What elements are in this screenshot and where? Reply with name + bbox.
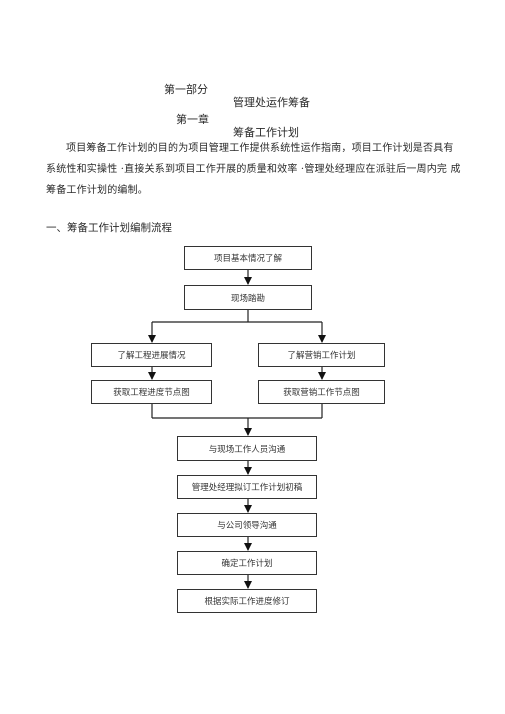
flow-step-finalize-plan: 确定工作计划 — [177, 551, 317, 575]
flow-step-site-survey: 现场踏勘 — [184, 285, 312, 310]
section-title: 一、筹备工作计划编制流程 — [46, 222, 172, 234]
chapter-heading: 第一章 筹备工作计划 — [0, 98, 505, 139]
paragraph-line: 筹备工作计划的编制。 — [46, 185, 148, 196]
flow-step-engineering-progress: 了解工程进展情况 — [91, 343, 212, 367]
chapter-title: 筹备工作计划 — [233, 126, 299, 139]
part-heading: 第一部分 管理处运作筹备 — [0, 68, 505, 109]
flow-step-marketing-plan: 了解营销工作计划 — [258, 343, 385, 367]
flow-step-leadership-communication: 与公司领导沟通 — [177, 513, 317, 537]
flow-step-engineering-milestones: 获取工程进度节点图 — [91, 380, 212, 404]
flow-step-site-staff-communication: 与现场工作人员沟通 — [177, 436, 317, 461]
paragraph-line: 系统性和实操性 ·直接关系到项目工作开展的质量和效率 ·管理处经理应在派驻后一周… — [46, 164, 461, 175]
part-title: 管理处运作筹备 — [233, 96, 310, 109]
flow-step-marketing-milestones: 获取营销工作节点图 — [258, 380, 385, 404]
flow-step-project-overview: 项目基本情况了解 — [184, 246, 312, 270]
part-number: 第一部分 — [164, 83, 208, 96]
paragraph-line: 项目筹备工作计划的目的为项目管理工作提供系统性运作指南，项目工作计划是否具有 — [66, 143, 454, 154]
flow-step-revise-by-progress: 根据实际工作进度修订 — [177, 589, 317, 613]
chapter-number: 第一章 — [176, 113, 209, 126]
flow-step-draft-plan: 管理处经理拟订工作计划初稿 — [177, 475, 317, 499]
